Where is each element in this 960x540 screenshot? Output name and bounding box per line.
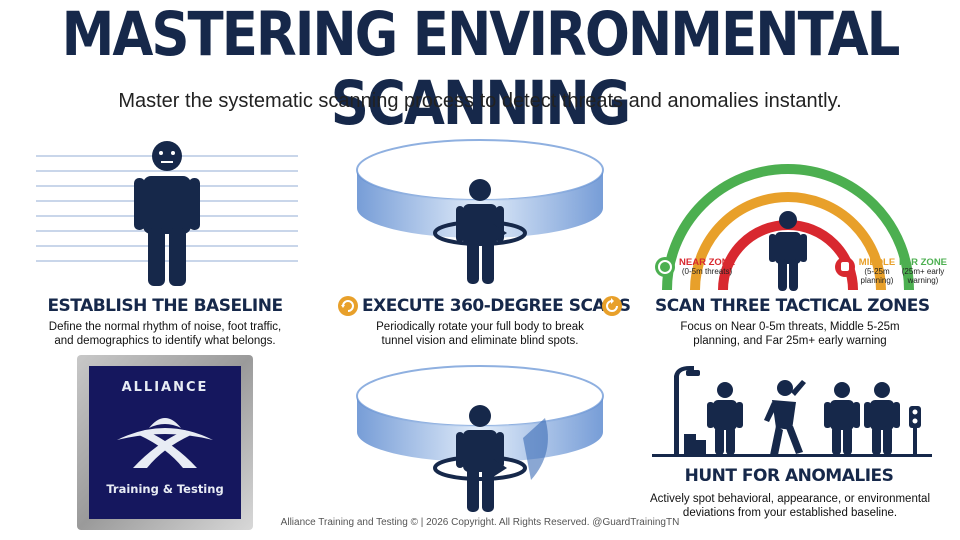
scan-ring-bottom [356, 365, 604, 512]
streetlamp-icon [674, 366, 706, 456]
zones-desc-1: Focus on Near 0-5m threats, Middle 5-25m [680, 321, 900, 333]
tactical-zones-illustration [655, 164, 914, 291]
page-subtitle: Master the systematic scanning process t… [118, 90, 842, 112]
baseline-desc-2: and demographics to identify what belong… [54, 335, 276, 347]
scans-desc-2: tunnel vision and eliminate blind spots. [381, 335, 579, 347]
scans-desc-1: Periodically rotate your full body to br… [376, 321, 584, 333]
person-icon [134, 141, 200, 286]
baseline-desc-1: Define the normal rhythm of noise, foot … [48, 321, 282, 333]
baseline-illustration [36, 141, 298, 286]
scan-ring-top [356, 139, 604, 284]
logo-top-text: ALLIANCE [121, 380, 209, 395]
anomalies-illustration [652, 366, 932, 457]
refresh-icon [338, 296, 358, 316]
copyright-footer: Alliance Training and Testing © | 2026 C… [280, 517, 680, 528]
refresh-icon [602, 296, 622, 316]
rotation-arrow-icon [433, 220, 527, 246]
person-icon [824, 382, 860, 455]
near-zone-label: NEAR ZONE (0-5m threats) [679, 257, 735, 276]
anomalies-desc-2: deviations from your established baselin… [682, 507, 898, 519]
zones-desc-2: planning, and Far 25m+ early warning [693, 335, 887, 347]
baseline-title: ESTABLISH THE BASELINE [47, 296, 283, 316]
far-zone-label: FAR ZONE (25m+ early warning) [898, 257, 948, 285]
rotation-arrow-icon [433, 455, 527, 481]
logo-emblem-icon [117, 418, 213, 468]
person-icon [707, 382, 743, 455]
logo-bottom-text: Training & Testing [106, 482, 224, 496]
zones-title: SCAN THREE TACTICAL ZONES [655, 296, 930, 316]
person-icon [864, 382, 900, 455]
suspicious-person-icon [764, 380, 806, 455]
near-zone-icon [655, 257, 675, 277]
scans-title: EXECUTE 360-DEGREE SCANS [362, 296, 631, 316]
middle-zone-label: MIDDLE (5-25m planning) [858, 257, 896, 285]
alliance-logo: ALLIANCE Training & Testing [77, 355, 253, 530]
page-title: MASTERING ENVIRONMENTAL SCANNING [61, 0, 901, 139]
anomalies-title: HUNT FOR ANOMALIES [684, 466, 894, 486]
person-icon [769, 211, 807, 291]
traffic-light-icon [909, 406, 921, 455]
anomalies-desc-1: Actively spot behavioral, appearance, or… [650, 493, 930, 505]
